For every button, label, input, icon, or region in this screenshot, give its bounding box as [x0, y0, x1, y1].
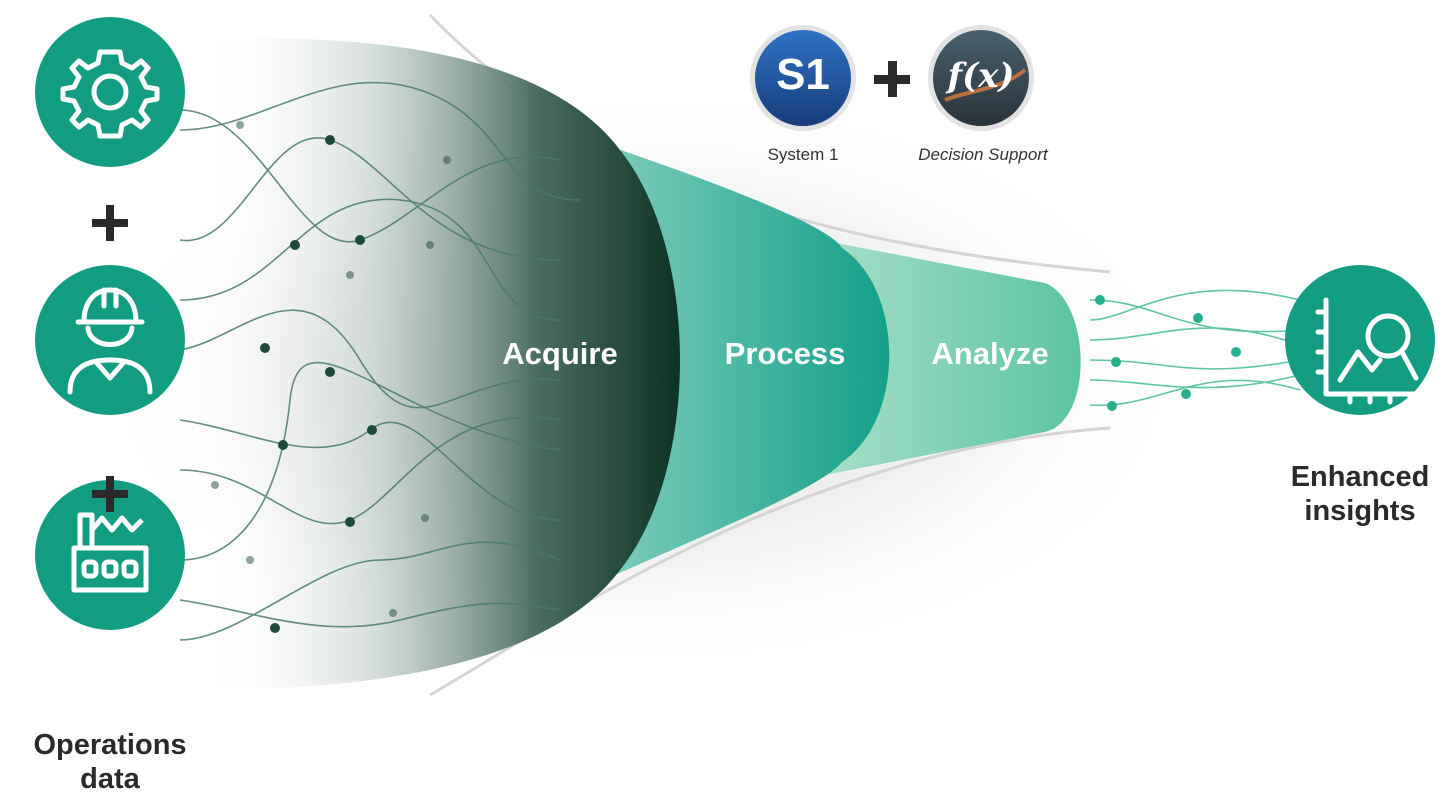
- operations-data-label: Operations data: [33, 729, 187, 795]
- input-icon-worker: [35, 265, 185, 415]
- worker-hardhat-icon: [67, 287, 153, 395]
- plus-icon-2: [90, 474, 130, 514]
- input-icon-gear: [35, 17, 185, 167]
- input-icon-factory: [35, 480, 185, 630]
- network-nodes: [211, 121, 451, 633]
- stage-analyze-label: Analyze: [931, 336, 1049, 371]
- system1-badge-text: S1: [776, 50, 830, 99]
- decision-support-badge-text: f(x): [947, 56, 1015, 96]
- stage-acquire-label: Acquire: [502, 336, 618, 371]
- chart-magnifier-icon: [1315, 297, 1419, 405]
- decision-support-badge: [928, 25, 1034, 131]
- output-icon-circle: [1285, 265, 1435, 415]
- output-nodes: [1095, 295, 1241, 411]
- plus-icon-1: [90, 203, 130, 243]
- software-plus-icon: [874, 61, 910, 97]
- stage-process-label: Process: [724, 336, 846, 371]
- acquire-stage-shape: [200, 38, 680, 690]
- enhanced-insights-label: Enhanced insights: [1290, 461, 1430, 527]
- system1-caption: System 1: [767, 145, 839, 164]
- gear-icon: [60, 49, 160, 139]
- analyze-stage-shape: [820, 240, 1081, 476]
- system1-badge: [750, 25, 856, 131]
- funnel-bottom-edge: [429, 426, 1111, 697]
- factory-icon: [71, 512, 149, 593]
- decision-support-caption: Decision Support: [918, 145, 1048, 164]
